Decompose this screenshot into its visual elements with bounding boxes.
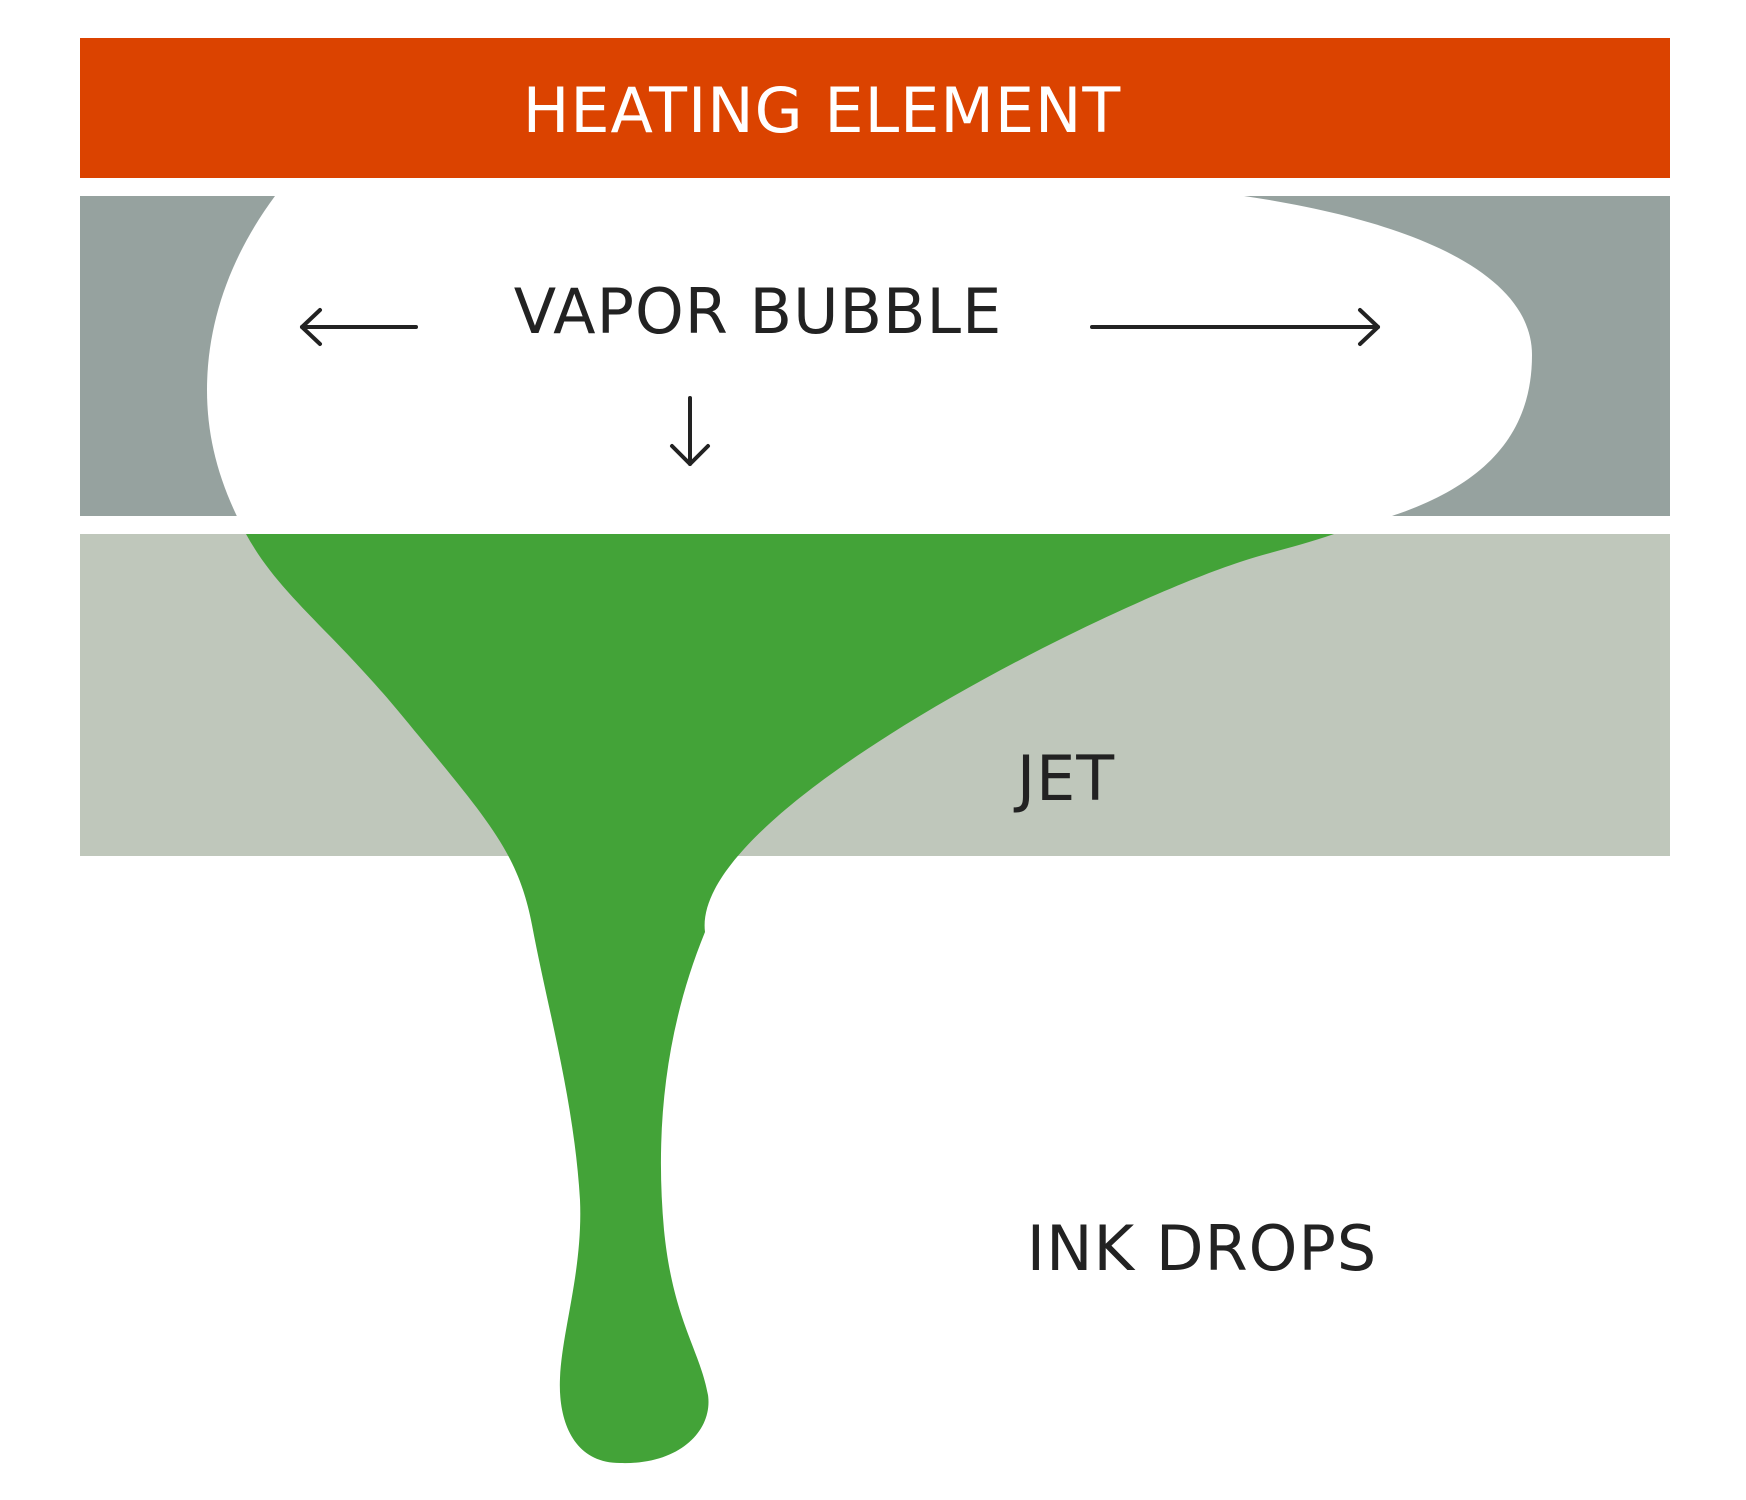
vapor-bubble	[207, 196, 1532, 534]
separator-middle	[80, 516, 1670, 534]
ink-jet-shape	[246, 534, 1334, 1464]
vapor-bubble-label: VAPOR BUBBLE	[514, 275, 1003, 348]
arrow-left-icon	[300, 308, 418, 346]
heating-element-bar	[80, 38, 1670, 178]
ink-drops-label: INK DROPS	[1027, 1212, 1377, 1285]
arrow-right-icon	[1090, 308, 1380, 346]
arrow-down-icon	[670, 396, 710, 466]
separator-top	[80, 178, 1670, 196]
heating-element-label: HEATING ELEMENT	[523, 74, 1122, 147]
jet-label: JET	[1013, 742, 1115, 815]
